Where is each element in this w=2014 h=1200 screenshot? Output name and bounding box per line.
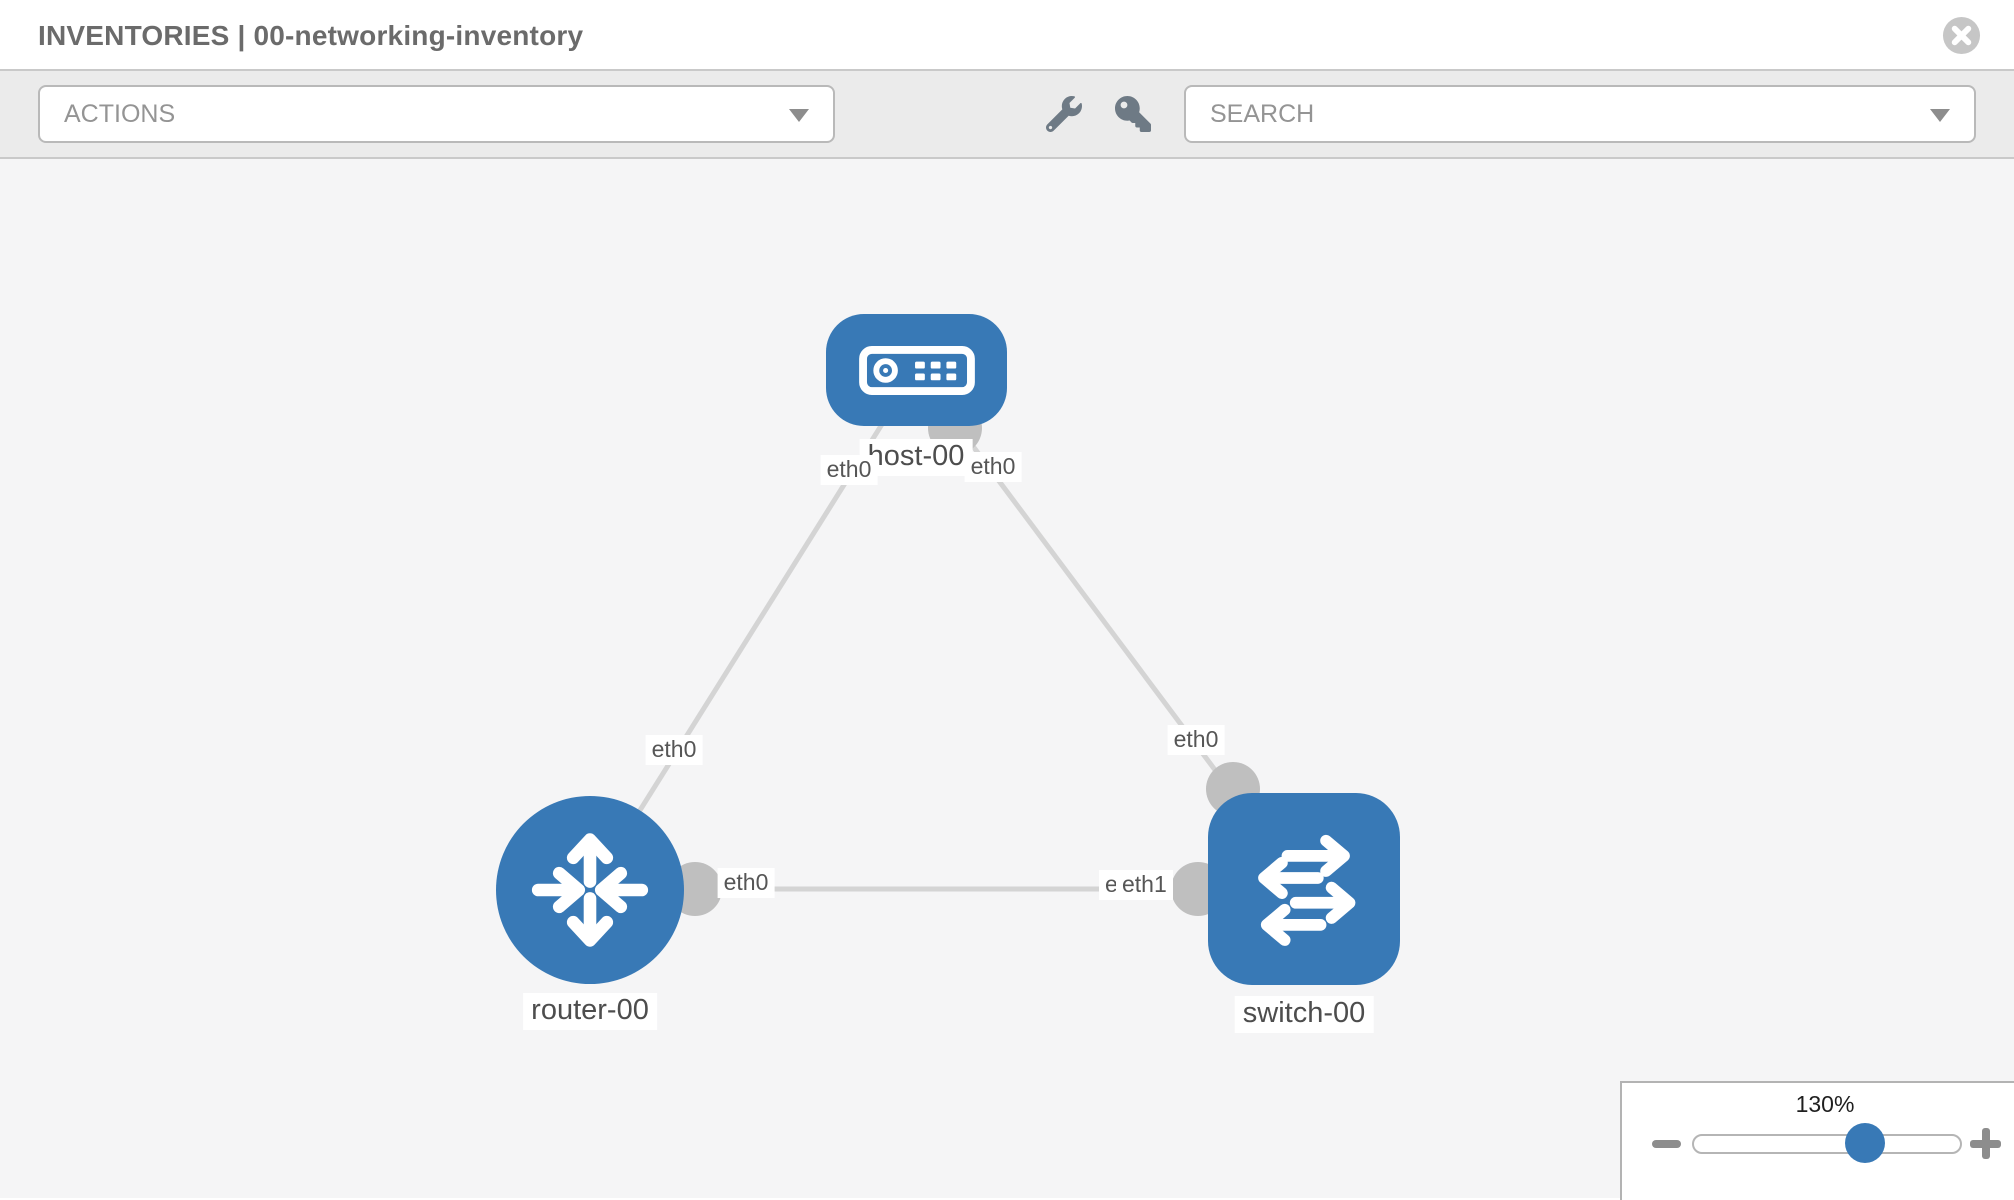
node-switch[interactable] — [1208, 793, 1400, 985]
node-label-switch: switch-00 — [1234, 996, 1374, 1033]
search-dropdown-label: SEARCH — [1210, 99, 1315, 128]
if-label-host-eth0-left: eth0 — [820, 455, 878, 485]
if-label-router-eth0: eth0 — [717, 868, 775, 898]
if-label-router-uplink: eth0 — [645, 735, 703, 765]
if-label-switch-uplink: eth0 — [1167, 725, 1225, 755]
zoom-level-value: 130% — [1795, 1091, 1855, 1117]
close-icon[interactable] — [1942, 16, 1981, 55]
node-host[interactable] — [826, 314, 1007, 426]
topology-canvas[interactable]: host-00 router-00 switch-00 eth0 eth0 et… — [0, 159, 2014, 1200]
key-icon[interactable] — [1115, 96, 1151, 132]
toolbar: ACTIONS SEARCH — [0, 71, 2014, 159]
server-icon — [858, 345, 975, 395]
if-label-host-eth0-right: eth0 — [964, 452, 1022, 482]
zoom-slider-track[interactable] — [1692, 1134, 1962, 1154]
header-bar: INVENTORIES | 00-networking-inventory — [0, 0, 2014, 71]
zoom-out-icon[interactable] — [1652, 1140, 1681, 1148]
router-arrows-icon — [531, 833, 649, 947]
if-label-switch-eth1: eth1 — [1116, 870, 1173, 900]
zoom-control-panel: 130% — [1620, 1081, 2014, 1200]
zoom-slider-knob[interactable] — [1845, 1123, 1885, 1163]
node-label-host: host-00 — [859, 439, 973, 476]
actions-dropdown[interactable]: ACTIONS — [38, 85, 835, 143]
node-router[interactable] — [496, 796, 684, 984]
topology-edges — [587, 368, 1307, 916]
node-label-router: router-00 — [523, 993, 657, 1030]
actions-dropdown-label: ACTIONS — [64, 99, 176, 128]
wrench-icon[interactable] — [1045, 96, 1082, 133]
chevron-down-icon — [789, 109, 809, 122]
chevron-down-icon — [1930, 109, 1950, 122]
zoom-in-icon[interactable] — [1970, 1128, 2001, 1159]
plus-icon-bar — [1982, 1128, 1990, 1159]
page-title: INVENTORIES | 00-networking-inventory — [38, 20, 584, 51]
switch-arrows-icon — [1258, 834, 1356, 946]
search-dropdown[interactable]: SEARCH — [1184, 85, 1976, 143]
